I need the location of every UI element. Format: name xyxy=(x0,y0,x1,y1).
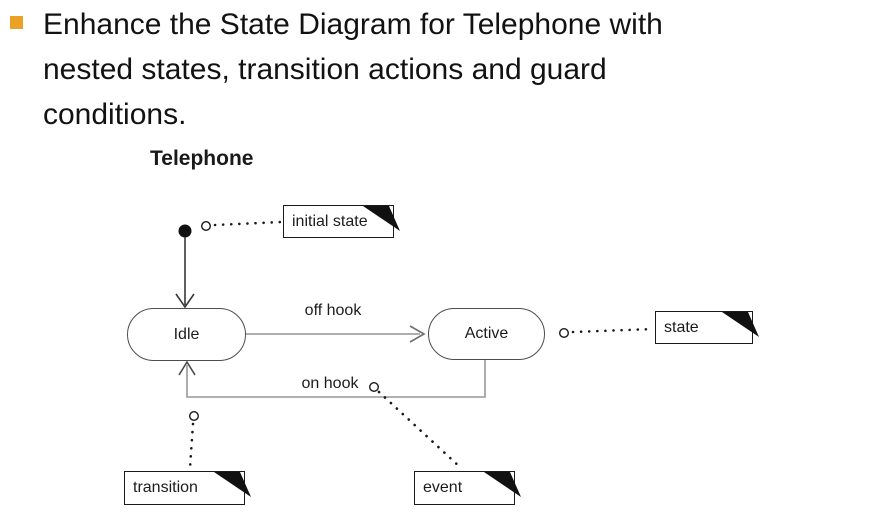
note-anchor-circle xyxy=(369,382,380,393)
diagram-title: Telephone xyxy=(150,147,254,170)
off-hook-label: off hook xyxy=(304,302,362,319)
note-initial-state-label: initial state xyxy=(292,212,368,230)
on-hook-transition-line xyxy=(186,358,486,398)
note-initial-state: initial state xyxy=(283,205,400,238)
bullet-square-icon xyxy=(10,16,23,29)
note-event: event xyxy=(414,471,521,505)
initial-transition-arrowhead-icon xyxy=(175,293,195,309)
note-state-label: state xyxy=(664,318,699,336)
heading-line: Enhance the State Diagram for Telephone … xyxy=(43,8,663,41)
note-connector-dotted xyxy=(213,220,283,227)
note-transition: transition xyxy=(124,471,251,505)
off-hook-arrowhead-icon xyxy=(409,325,426,343)
folded-corner-icon xyxy=(363,206,400,231)
folded-corner-icon xyxy=(722,312,759,337)
folded-corner-icon xyxy=(484,472,521,497)
note-anchor-circle xyxy=(559,328,570,339)
state-idle-label: Idle xyxy=(173,325,200,343)
note-connector-dotted xyxy=(377,390,463,470)
state-active: Active xyxy=(428,308,545,360)
folded-corner-icon xyxy=(214,472,251,497)
heading-line: nested states, transition actions and gu… xyxy=(43,53,607,86)
note-connector-dotted xyxy=(188,422,195,470)
note-anchor-circle xyxy=(188,411,199,422)
state-active-label: Active xyxy=(464,325,509,342)
heading-line: conditions. xyxy=(43,98,187,131)
slide-heading: Enhance the State Diagram for Telephone … xyxy=(43,2,843,137)
note-transition-label: transition xyxy=(133,479,198,496)
on-hook-label: on hook xyxy=(301,375,359,392)
note-connector-dotted xyxy=(571,327,655,334)
note-state: state xyxy=(655,311,759,344)
note-anchor-circle xyxy=(200,220,211,231)
initial-pseudostate-icon xyxy=(178,224,192,238)
note-event-label: event xyxy=(423,479,463,496)
state-idle: Idle xyxy=(127,308,246,361)
on-hook-arrowhead-icon xyxy=(178,360,196,376)
